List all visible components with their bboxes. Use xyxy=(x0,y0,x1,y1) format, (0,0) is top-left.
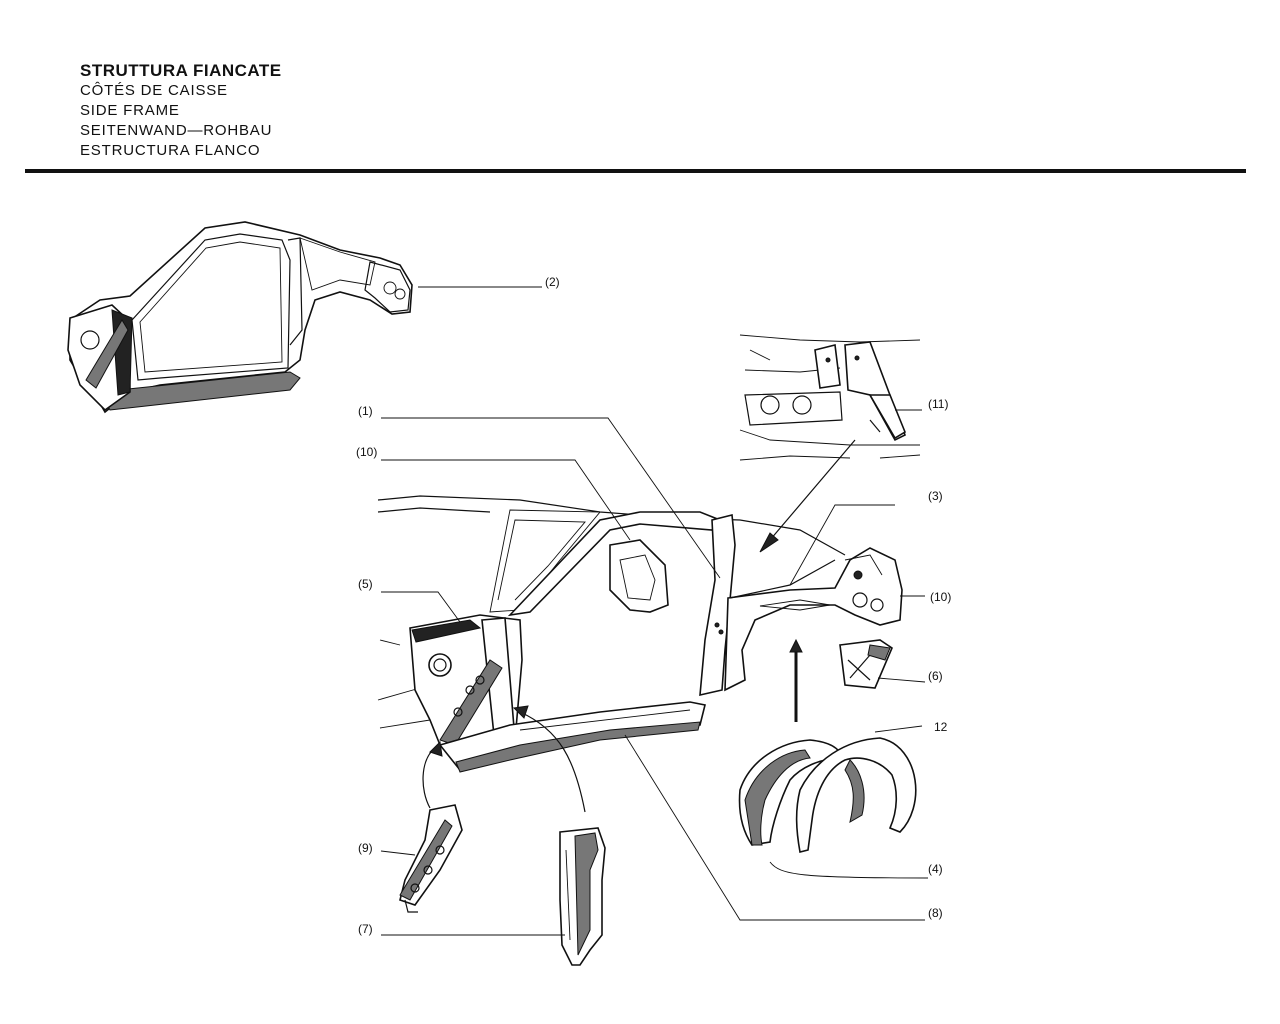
callout-10-front: (10) xyxy=(356,445,377,459)
callout-2: (2) xyxy=(545,275,560,289)
rear-hinge-detail-inset xyxy=(739,334,921,461)
title-italian: STRUTTURA FIANCATE xyxy=(80,61,282,80)
callout-5: (5) xyxy=(358,577,373,591)
title-german: SEITENWAND—ROHBAU xyxy=(80,122,273,139)
title-english: SIDE FRAME xyxy=(80,102,180,119)
callout-10-rear: (10) xyxy=(930,590,951,604)
callout-6: (6) xyxy=(928,669,943,683)
title-french: CÔTÉS DE CAISSE xyxy=(80,82,228,99)
callout-11: (11) xyxy=(928,397,948,411)
callout-3: (3) xyxy=(928,489,943,503)
callout-1: (1) xyxy=(358,404,373,418)
callout-labels: (2) (1) (10) (5) (11) (3) (10) (6) 12 (4… xyxy=(356,275,951,936)
side-frame-assembly-drawing xyxy=(67,221,413,414)
assembly-arrows xyxy=(422,439,856,813)
leader-lines xyxy=(380,286,929,936)
header-rule xyxy=(25,169,1246,173)
callout-7: (7) xyxy=(358,922,373,936)
title-spanish: ESTRUCTURA FLANCO xyxy=(80,142,261,159)
wheelhouse-parts-drawing xyxy=(738,737,917,853)
callout-4: (4) xyxy=(928,862,943,876)
callout-9: (9) xyxy=(358,841,373,855)
small-parts-drawing xyxy=(399,639,893,966)
title-block: STRUTTURA FIANCATE CÔTÉS DE CAISSE SIDE … xyxy=(80,60,282,161)
main-body-side-drawing xyxy=(377,495,903,773)
callout-8: (8) xyxy=(928,906,943,920)
callout-12: 12 xyxy=(934,720,948,734)
